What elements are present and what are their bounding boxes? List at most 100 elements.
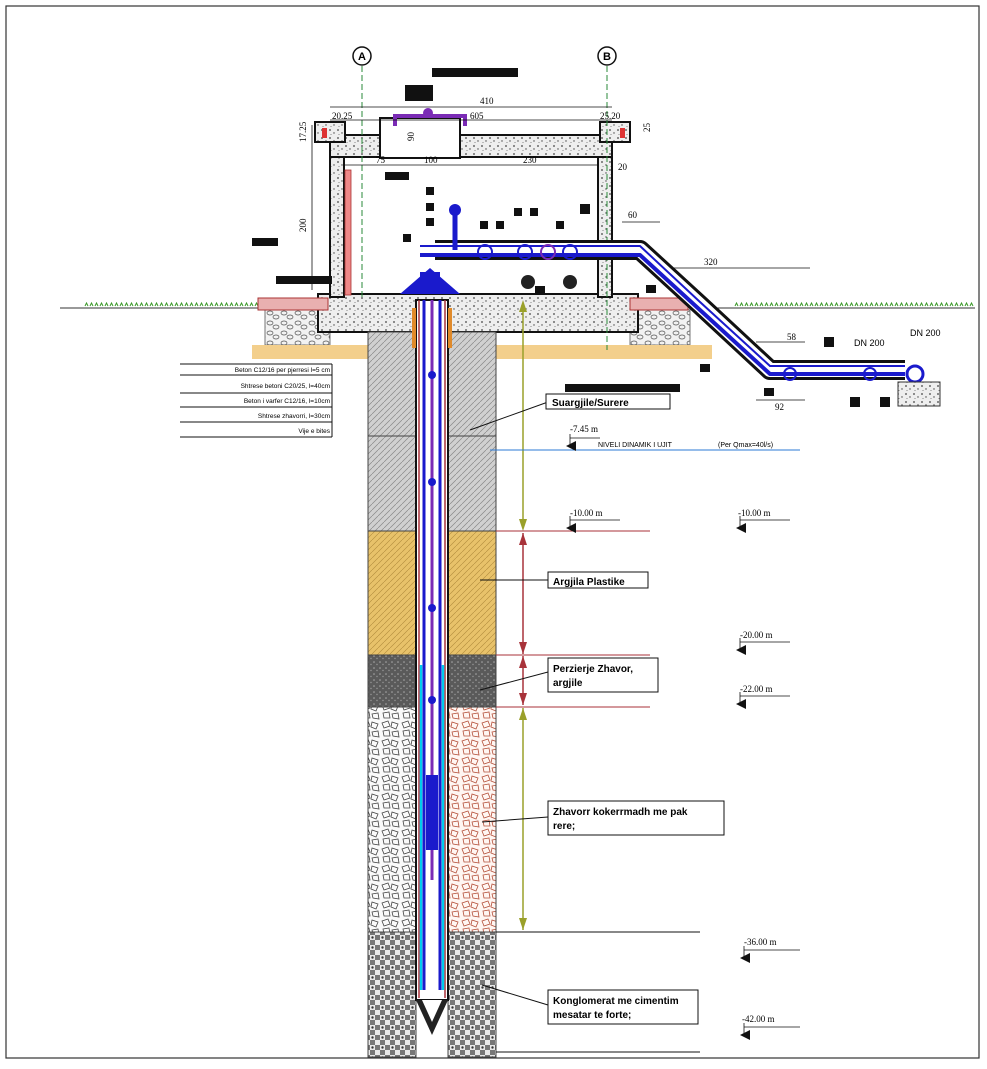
discharge-pipe <box>420 204 925 384</box>
grass-tuft <box>84 301 89 307</box>
grass-tuft <box>889 301 894 307</box>
axis-b-label: B <box>603 51 611 63</box>
grass-tuft <box>134 301 139 307</box>
soil-mixed-right <box>447 654 497 708</box>
grass-tuft <box>899 301 904 307</box>
layer-label-2: Argjila Plastike <box>553 577 625 588</box>
grass-tuft <box>784 301 789 307</box>
grass-tuft <box>159 301 164 307</box>
axis-b-marker <box>597 46 617 66</box>
grass-tuft <box>749 301 754 307</box>
dim-230: 230 <box>523 155 537 165</box>
grass-tuft <box>819 301 824 307</box>
elevation-triangle <box>736 699 746 709</box>
dim-75: 75 <box>376 155 386 165</box>
grass-tuft <box>739 301 744 307</box>
grass-tuft <box>874 301 879 307</box>
layer-label-1: Suargjile/Surere <box>552 398 629 409</box>
grass-tuft <box>854 301 859 307</box>
dn-label-1: DN 200 <box>854 338 885 348</box>
foundation-slab <box>317 293 639 333</box>
soil-plastic-clay-left <box>367 530 417 656</box>
pump-head-body <box>420 272 440 294</box>
frame-border <box>5 5 980 1059</box>
dim-320: 320 <box>704 257 718 267</box>
grass-tuft <box>894 301 899 307</box>
soil-gravel-left <box>367 706 417 933</box>
grass-tuft <box>149 301 154 307</box>
level-lines <box>490 449 800 1053</box>
layer-label-4b: rere; <box>553 821 575 832</box>
grass-tuft <box>214 301 219 307</box>
grass-tuft <box>169 301 174 307</box>
layer-label-3b: argjile <box>553 678 583 689</box>
callout-box-5 <box>547 989 699 1025</box>
grass-tuft <box>104 301 109 307</box>
grass-tuft <box>754 301 759 307</box>
soil-profile <box>367 331 497 1058</box>
soil-clay-right <box>447 435 497 532</box>
grass-tuft <box>734 301 739 307</box>
legend-item-5: Vije e bites <box>298 428 330 435</box>
soil-mixed-left <box>367 654 417 708</box>
grass-tuft <box>209 301 214 307</box>
elevation-triangle <box>736 645 746 655</box>
dim-92: 92 <box>775 402 784 412</box>
elev-10-left: -10.00 m <box>570 508 603 518</box>
grass-tuft <box>839 301 844 307</box>
dim-200: 200 <box>298 218 308 232</box>
axis-a-label: A <box>358 51 366 63</box>
grass-tuft <box>944 301 949 307</box>
dim-1725: 17.25 <box>298 121 308 142</box>
grass-tuft <box>789 301 794 307</box>
grass-tuft <box>199 301 204 307</box>
soil-conglomerate-right <box>447 931 497 1058</box>
elevation-triangle <box>736 523 746 533</box>
grass-tuft <box>144 301 149 307</box>
grass-tuft <box>234 301 239 307</box>
grass-tuft <box>189 301 194 307</box>
grass-tuft <box>844 301 849 307</box>
grass-tuft <box>229 301 234 307</box>
slab-edge-left <box>257 297 329 311</box>
grass-tuft <box>969 301 974 307</box>
callout-box-4 <box>547 800 725 836</box>
grass-tuft <box>89 301 94 307</box>
axis-a-marker <box>352 46 372 66</box>
grass-tuft <box>139 301 144 307</box>
dim-2025: 20.25 <box>332 111 353 121</box>
grass-tuft <box>779 301 784 307</box>
grass-tuft <box>934 301 939 307</box>
grass-tuft <box>959 301 964 307</box>
grass-tuft <box>804 301 809 307</box>
elevation-triangle <box>566 523 576 533</box>
hatch-handle <box>423 108 433 118</box>
grass-tuft <box>249 301 254 307</box>
grass-tuft <box>759 301 764 307</box>
grass-tuft <box>904 301 909 307</box>
grass-tuft <box>834 301 839 307</box>
depth-dimension-arrows <box>519 300 527 930</box>
callout-box-2 <box>547 571 649 589</box>
dynamic-level-elevation: -7.45 m <box>570 424 598 434</box>
soil-clay-sand-left <box>367 331 417 437</box>
grass-tuft <box>914 301 919 307</box>
grass-tuft <box>174 301 179 307</box>
grass-tuft <box>964 301 969 307</box>
legend-item-2: Shtrese betoni C20/25, l=40cm <box>241 383 330 390</box>
dimension-lines <box>311 106 810 401</box>
grass-tuft <box>109 301 114 307</box>
grass-tuft <box>884 301 889 307</box>
dynamic-level-note: (Per Qmax=40l/s) <box>718 442 773 449</box>
grass-tuft <box>799 301 804 307</box>
dn-label-2: DN 200 <box>910 328 941 338</box>
soil-plastic-clay-right <box>447 530 497 656</box>
dynamic-level-label: NIVELI DINAMIK I UJIT <box>598 442 673 449</box>
grass-tuft <box>879 301 884 307</box>
layer-label-3a: Perzierje Zhavor, <box>553 664 633 675</box>
grass-tuft <box>809 301 814 307</box>
grass-tuft <box>239 301 244 307</box>
soil-gravel-right <box>447 706 497 933</box>
grass-tuft <box>774 301 779 307</box>
